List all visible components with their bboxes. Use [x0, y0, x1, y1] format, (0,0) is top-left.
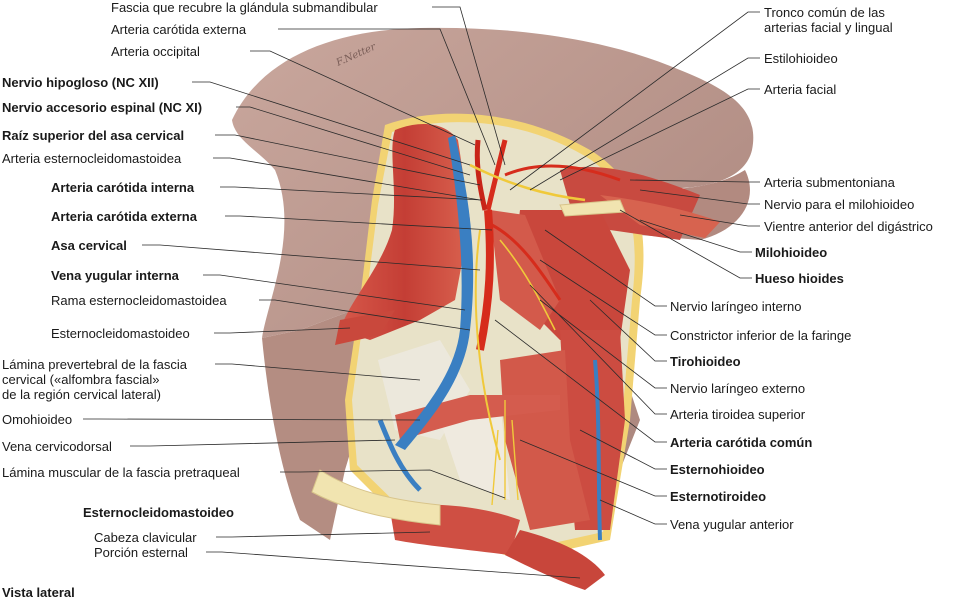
label-hueso-hioides: Hueso hioides	[755, 271, 844, 286]
label-milohioideo: Milohioideo	[755, 245, 828, 260]
cervicodorsal-vein	[377, 419, 422, 492]
digastric-anterior	[600, 195, 720, 238]
label-arteria-ecm: Arteria esternocleidomastoidea	[2, 151, 182, 166]
label-laringeo-interno: Nervio laríngeo interno	[670, 299, 802, 314]
facial-artery	[504, 164, 621, 182]
sternocleidomastoid-lower	[335, 310, 395, 345]
label-constrictor-inferior: Constrictor inferior de la faringe	[670, 328, 852, 343]
label-carotida-comun: Arteria carótida común	[670, 435, 813, 450]
internal-jugular-vein	[395, 135, 474, 450]
hyoid-bone	[559, 199, 626, 217]
label-esternotiroideo: Esternotiroideo	[670, 489, 767, 504]
view-caption: Vista lateral	[2, 585, 75, 600]
label-arteria-facial: Arteria facial	[764, 82, 837, 97]
constrictor-muscle	[490, 210, 560, 330]
external-laryngeal-nerve	[499, 239, 556, 331]
label-carotida-interna: Arteria carótida interna	[51, 180, 195, 195]
internal-carotid-artery	[474, 139, 488, 211]
label-laringeo-externo: Nervio laríngeo externo	[670, 381, 806, 396]
label-carotida-externa-top: Arteria carótida externa	[111, 22, 247, 37]
label-vena-yugular-interna: Vena yugular interna	[51, 268, 179, 283]
label-carotida-externa: Arteria carótida externa	[51, 209, 197, 224]
fascia-pretracheal	[440, 400, 510, 500]
clavicle-bone	[311, 469, 441, 526]
leader-lines	[83, 6, 760, 579]
sternal-portion	[505, 530, 605, 590]
label-ecm-heading: Esternocleidomastoideo	[83, 505, 234, 520]
anterior-jugular-vein	[593, 359, 602, 541]
label-arteria-occipital: Arteria occipital	[111, 44, 200, 59]
label-raiz-superior-asa: Raíz superior del asa cervical	[2, 128, 185, 143]
external-carotid-artery	[485, 139, 508, 211]
sternocleidomastoid-muscle	[340, 124, 470, 340]
hypoglossal-nerve	[469, 163, 586, 202]
label-esternohioideo: Esternohioideo	[670, 462, 765, 477]
label-tiroidea-superior: Arteria tiroidea superior	[670, 407, 806, 422]
label-ecm-left: Esternocleidomastoideo	[51, 326, 190, 341]
label-lamina-prevertebral: Lámina prevertebral de la fascia cervica…	[2, 357, 187, 402]
label-nervio-hipogloso: Nervio hipogloso (NC XII)	[2, 75, 159, 90]
label-tronco-comun: Tronco común de las arterias facial y li…	[764, 5, 893, 35]
label-nervio-accesorio: Nervio accesorio espinal (NC XI)	[2, 100, 203, 115]
label-vientre-anterior: Vientre anterior del digástrico	[764, 219, 933, 234]
label-tirohioideo: Tirohioideo	[670, 354, 741, 369]
ansa-cervicalis	[474, 229, 501, 461]
label-lamina-pretraqueal: Lámina muscular de la fascia pretraqueal	[2, 465, 240, 480]
label-porcion-esternal: Porción esternal	[94, 545, 188, 560]
common-carotid-artery	[476, 209, 494, 351]
label-estilohioideo: Estilohioideo	[764, 51, 838, 66]
label-asa-cervical: Asa cervical	[51, 238, 127, 253]
label-omohioideo: Omohioideo	[2, 412, 73, 427]
label-rama-ecm: Rama esternocleidomastoidea	[51, 293, 227, 308]
superior-thyroid-artery	[491, 223, 562, 301]
label-nervio-milohioideo: Nervio para el milohioideo	[764, 197, 915, 212]
label-cabeza-clavicular: Cabeza clavicular	[94, 530, 197, 545]
label-vena-cervicodorsal: Vena cervicodorsal	[2, 439, 112, 454]
label-arteria-submentoniana: Arteria submentoniana	[764, 175, 895, 190]
label-vena-yugular-anterior: Vena yugular anterior	[670, 517, 794, 532]
label-fascia-submandibular: Fascia que recubre la glándula submandib…	[111, 0, 378, 15]
phrenic-branches	[491, 400, 519, 506]
